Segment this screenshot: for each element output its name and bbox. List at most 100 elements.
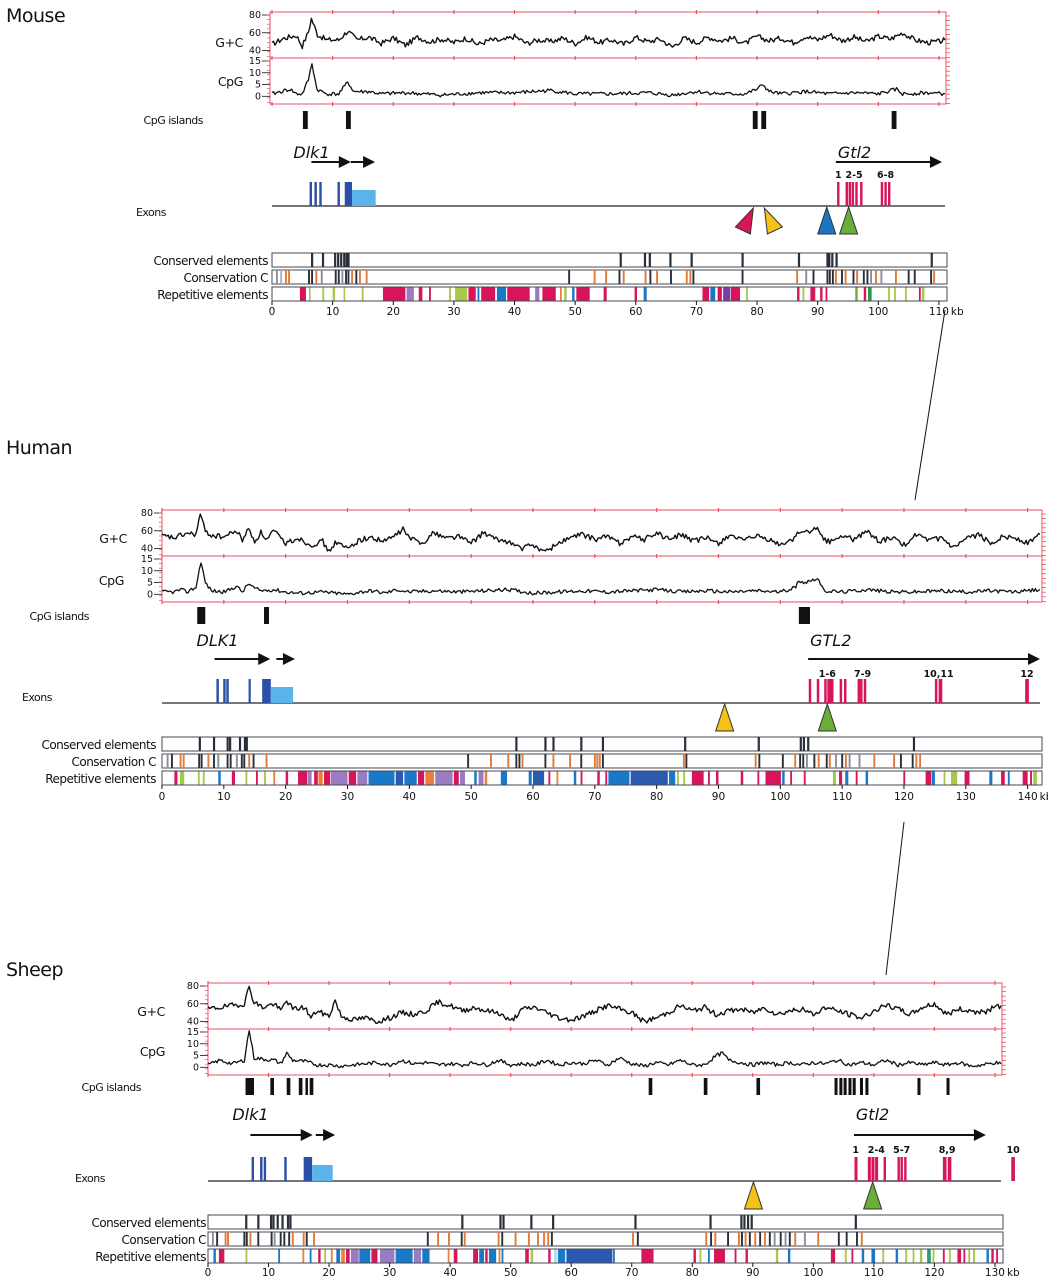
repetitive-element xyxy=(556,771,559,785)
x-tick-label: 90 xyxy=(746,1267,759,1279)
conservation-c-mark xyxy=(248,754,251,768)
repetitive-element xyxy=(963,1249,966,1263)
gc-profile-line xyxy=(161,513,1041,552)
conservation-c-mark xyxy=(515,754,518,768)
repetitive-element xyxy=(564,287,567,301)
conserved-element xyxy=(337,253,340,267)
repetitive-element xyxy=(308,287,311,301)
conserved-element xyxy=(502,1215,505,1229)
cpg-island xyxy=(648,1078,653,1095)
dlk1-utr xyxy=(312,1165,333,1181)
conservation-c-mark xyxy=(705,1232,708,1246)
conservation-c-mark xyxy=(874,270,877,284)
conservation-c-mark xyxy=(759,1232,762,1246)
cpg-profile-line xyxy=(271,63,946,98)
conserved-element xyxy=(741,253,744,267)
repetitive-element xyxy=(927,1249,931,1263)
cpg-island xyxy=(798,607,810,624)
conservation-c-mark xyxy=(632,1232,634,1246)
green-triangle-marker xyxy=(838,205,859,235)
repetitive-element xyxy=(285,771,289,785)
repetitive-element xyxy=(820,287,823,301)
conservation-c-label: Conservation C xyxy=(121,1233,206,1247)
conservation-c-mark xyxy=(741,270,744,284)
conservation-c-mark xyxy=(550,1232,553,1246)
repetitive-element xyxy=(867,287,872,301)
repetitive-element xyxy=(740,771,744,785)
cpg-profile-line xyxy=(207,1030,1002,1069)
conserved-element xyxy=(912,737,916,751)
gtl2-exon xyxy=(871,1157,875,1181)
conserved-element xyxy=(257,1215,260,1229)
repetitive-element xyxy=(548,771,551,785)
conservation-c-mark xyxy=(288,270,290,284)
conservation-c-mark xyxy=(907,270,910,284)
repetitive-element xyxy=(1033,771,1037,785)
gtl2-exon-label: 1-6 xyxy=(819,669,837,680)
conservation-c-mark xyxy=(748,1232,751,1246)
conservation-c-mark xyxy=(224,1232,227,1246)
repetitive-element xyxy=(723,287,731,301)
repetitive-element xyxy=(573,771,577,785)
species-title: Sheep xyxy=(6,959,63,981)
repetitive-element xyxy=(677,771,679,785)
repetitive-element xyxy=(745,1249,748,1263)
conserved-element xyxy=(340,253,343,267)
repetitive-element xyxy=(641,1249,654,1263)
repetitive-element xyxy=(455,287,468,301)
conserved-element xyxy=(648,253,651,267)
repetitive-element xyxy=(460,771,465,785)
gtl2-exon xyxy=(900,1157,903,1181)
conserved-element xyxy=(601,737,605,751)
x-tick-label: 120 xyxy=(924,1267,944,1279)
conserved-element xyxy=(669,253,672,267)
dlk1-exon xyxy=(337,182,340,206)
conservation-c-mark xyxy=(547,1232,550,1246)
repetitive-element xyxy=(330,771,348,785)
conservation-c-mark xyxy=(249,1232,252,1246)
repetitive-element xyxy=(845,771,849,785)
x-tick-label: 60 xyxy=(565,1267,578,1279)
repetitive-element xyxy=(790,771,793,785)
repetitive-element xyxy=(429,287,431,301)
conservation-c-mark xyxy=(213,754,215,768)
repetitive-element xyxy=(921,287,925,301)
repetitive-element xyxy=(717,287,722,301)
repetitive-elements-track xyxy=(271,286,948,302)
repetitive-element xyxy=(919,1249,923,1263)
conservation-c-mark xyxy=(245,1232,248,1246)
repetitive-element xyxy=(710,287,716,301)
repetitive-element xyxy=(865,771,869,785)
repetitive-element xyxy=(425,771,435,785)
species-title: Human xyxy=(6,437,72,459)
conservation-c-mark xyxy=(265,754,268,768)
conserved-element xyxy=(552,737,555,751)
gtl2-exon xyxy=(848,182,852,206)
repetitive-element xyxy=(484,771,488,785)
repetitive-element xyxy=(474,771,477,785)
dlk1-exon xyxy=(223,679,226,703)
repetitive-element xyxy=(716,771,719,785)
repetitive-element xyxy=(324,1249,327,1263)
conservation-c-mark xyxy=(737,1232,740,1246)
repetitive-element xyxy=(245,1249,248,1263)
conservation-c-mark xyxy=(283,1232,286,1246)
conservation-c-mark xyxy=(240,754,243,768)
repetitive-element xyxy=(309,1249,312,1263)
conservation-c-mark xyxy=(794,754,797,768)
x-tick-label: 0 xyxy=(269,306,276,318)
conservation-c-mark xyxy=(880,270,883,284)
dlk1-exon xyxy=(263,1157,267,1181)
conservation-c-mark xyxy=(714,1232,717,1246)
conservation-c-mark xyxy=(841,270,843,284)
cpg-island xyxy=(752,111,758,129)
repetitive-element xyxy=(382,287,406,301)
gtl2-exon xyxy=(1011,1157,1015,1181)
conserved-element xyxy=(226,737,229,751)
conserved-element xyxy=(828,253,831,267)
conservation-c-mark xyxy=(873,754,876,768)
conserved-element xyxy=(281,1215,284,1229)
repetitive-element xyxy=(855,771,858,785)
conservation-c-mark xyxy=(670,270,672,284)
repetitive-element xyxy=(1007,771,1010,785)
